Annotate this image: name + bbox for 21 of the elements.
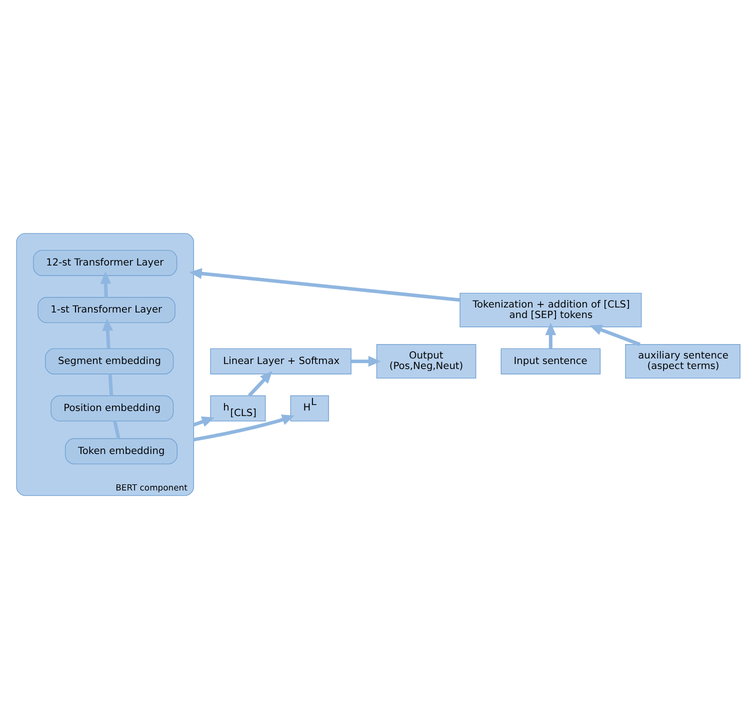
node-box: Tokenization + addition of [CLS] and [SEP] tokens <box>460 292 642 327</box>
node-box: Output (Pos,Neg,Neut) <box>376 344 476 378</box>
arrow <box>248 370 272 396</box>
arrow <box>102 318 114 348</box>
arrow <box>351 355 381 366</box>
arrow <box>193 414 295 441</box>
node-box: Input sentence <box>500 348 601 374</box>
node-box: Token embedding <box>65 438 178 464</box>
arrow <box>189 268 460 302</box>
arrow <box>193 416 214 426</box>
node-box: auxiliary sentence (aspect terms) <box>625 344 740 378</box>
node-box: Position embedding <box>50 394 174 421</box>
node-box: 1-st Transformer Layer <box>38 296 176 323</box>
node-box: 12-st Transformer Layer <box>33 249 178 276</box>
connector <box>113 420 120 438</box>
arrow <box>545 322 556 348</box>
arrow <box>589 324 641 346</box>
node-box: Linear Layer + Softmax <box>210 348 352 374</box>
connector <box>108 374 114 396</box>
node-box: Segment embedding <box>45 348 174 374</box>
arrow <box>100 270 112 297</box>
